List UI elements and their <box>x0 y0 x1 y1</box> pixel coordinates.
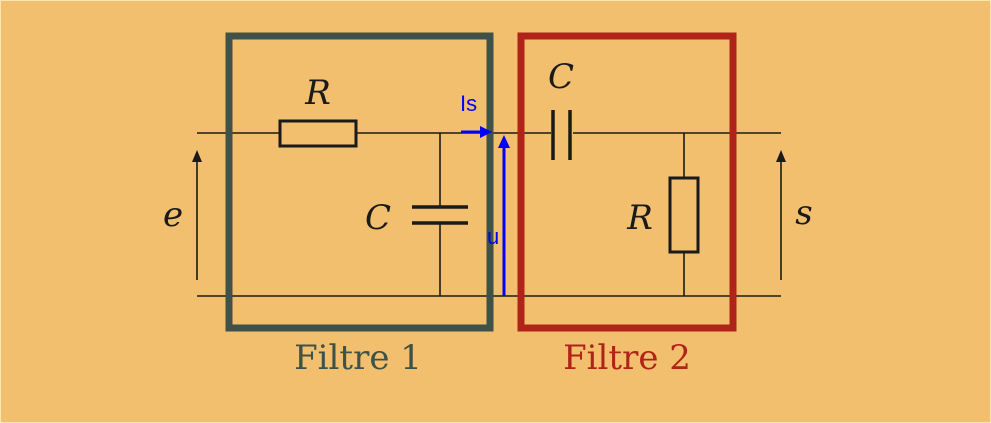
input-voltage-label: e <box>163 195 183 235</box>
filter1-caption: Filtre 1 <box>294 338 422 378</box>
filter1-capacitor-label: C <box>365 198 391 238</box>
filter2-box <box>517 32 737 332</box>
filter1-resistor <box>278 119 358 148</box>
input-voltage-arrowhead <box>192 150 202 162</box>
voltage-arrowhead <box>498 135 510 148</box>
filter2-resistor-label: R <box>626 198 653 238</box>
output-voltage-arrowhead <box>776 150 786 162</box>
filter2-caption: Filtre 2 <box>563 338 691 378</box>
filter1-resistor-label: R <box>304 73 331 113</box>
current-arrowhead <box>480 126 492 138</box>
current-label: Is <box>460 91 477 116</box>
filter1-box <box>225 32 494 332</box>
voltage-label: u <box>487 224 499 249</box>
output-voltage-label: s <box>795 193 812 233</box>
filter2-capacitor-label: C <box>548 57 574 97</box>
